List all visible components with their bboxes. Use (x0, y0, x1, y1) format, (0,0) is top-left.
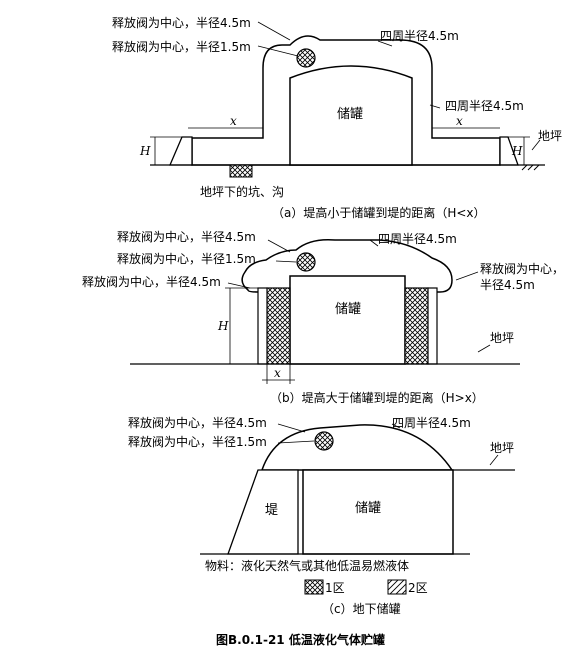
valve-15-label-b: 释放阀为中心，半径1.5m (117, 251, 256, 266)
zone1-circle-c (314, 431, 334, 451)
zone1-circle-b (296, 252, 316, 272)
caption-c: （c）地下储罐 (322, 601, 401, 616)
dike-right-b (427, 287, 438, 365)
tank-label-c: 储罐 (355, 501, 381, 516)
leaders-c (277, 423, 499, 466)
ground-symbol-a (520, 164, 545, 171)
legend-zone2-swatch (387, 579, 407, 595)
zone2-area-b (241, 238, 453, 293)
dike-left-b (257, 287, 268, 365)
diagram-a: H H x x 储罐 释放阀为中心，半径4.5m 释放阀为中心，半径1.5m 四… (112, 15, 562, 220)
dike-left-a (169, 136, 193, 166)
valve-45b-label-b: 半径4.5m (480, 278, 535, 292)
ground-label-c: 地坪 (490, 441, 514, 455)
material-text: 物料：液化天然气或其他低温易燃液体 (205, 558, 409, 573)
H-label-b: H (217, 319, 229, 333)
zone1-wall-left-b (266, 287, 291, 365)
caption-a: （a）堤高小于储罐到堤的距离（H<x） (272, 205, 486, 220)
dimension-x-b (262, 364, 295, 384)
valve-45-label-b: 释放阀为中心，半径4.5m (117, 229, 256, 244)
x-label-b: x (274, 366, 281, 380)
tank-label-b: 储罐 (335, 302, 361, 317)
ground-label-b: 地坪 (490, 331, 514, 345)
leaders-b (227, 239, 491, 353)
diagram-c: 堤 储罐 释放阀为中心，半径4.5m 释放阀为中心，半径1.5m 四周半径4.5… (128, 415, 515, 555)
valve-45-label-c: 释放阀为中心，半径4.5m (128, 415, 267, 430)
diagram-b: H x 储罐 释放阀为中心，半径4.5m 释放阀为中心，半径1.5m 释放阀为中… (82, 229, 564, 405)
x-label-left-a: x (230, 114, 237, 128)
tank-c (302, 469, 454, 555)
tank-label-a: 储罐 (337, 107, 363, 122)
dike-label-c: 堤 (265, 503, 278, 518)
perim-45-right-label-a: 四周半径4.5m (445, 99, 524, 113)
H-label-right-a: H (511, 144, 523, 158)
valve-45-label-a: 释放阀为中心，半径4.5m (112, 15, 251, 30)
pit-a (229, 164, 253, 178)
leaders-a (257, 21, 541, 151)
valve-15-label-c: 释放阀为中心，半径1.5m (128, 434, 267, 449)
x-label-right-a: x (456, 114, 463, 128)
zone2-area-c (260, 424, 454, 471)
valve-45a-label-b: 释放阀为中心， (480, 261, 564, 276)
dimension-H-a (150, 136, 182, 165)
figure-title: 图B.0.1-21 低温液化气体贮罐 (216, 632, 385, 647)
caption-b: （b）堤高大于储罐到堤的距离（H>x） (270, 390, 484, 405)
dimension-H-b (225, 287, 258, 364)
zone2-area-a (191, 35, 501, 166)
dike-c (227, 469, 299, 555)
legend-zone2-label: 2区 (408, 581, 428, 595)
perim-45-label-a: 四周半径4.5m (380, 29, 459, 43)
legend: 1区 2区 (304, 579, 428, 595)
ground-label-a: 地坪 (538, 129, 562, 143)
perim-45-label-b: 四周半径4.5m (378, 232, 457, 246)
H-label-a: H (139, 144, 151, 158)
valve-15-label-a: 释放阀为中心，半径1.5m (112, 39, 251, 54)
zone1-wall-right-b (404, 287, 429, 365)
perim-45-label-c: 四周半径4.5m (392, 416, 471, 430)
legend-zone1-swatch (304, 579, 324, 595)
legend-zone1-label: 1区 (325, 581, 345, 595)
dimension-H-right-a (508, 136, 530, 165)
zone1-circle-a (296, 48, 316, 68)
pit-label-a: 地坪下的坑、沟 (200, 184, 284, 199)
tank-b (289, 275, 406, 365)
valve-45-label-b2: 释放阀为中心，半径4.5m (82, 274, 221, 289)
tank-a (289, 65, 413, 166)
